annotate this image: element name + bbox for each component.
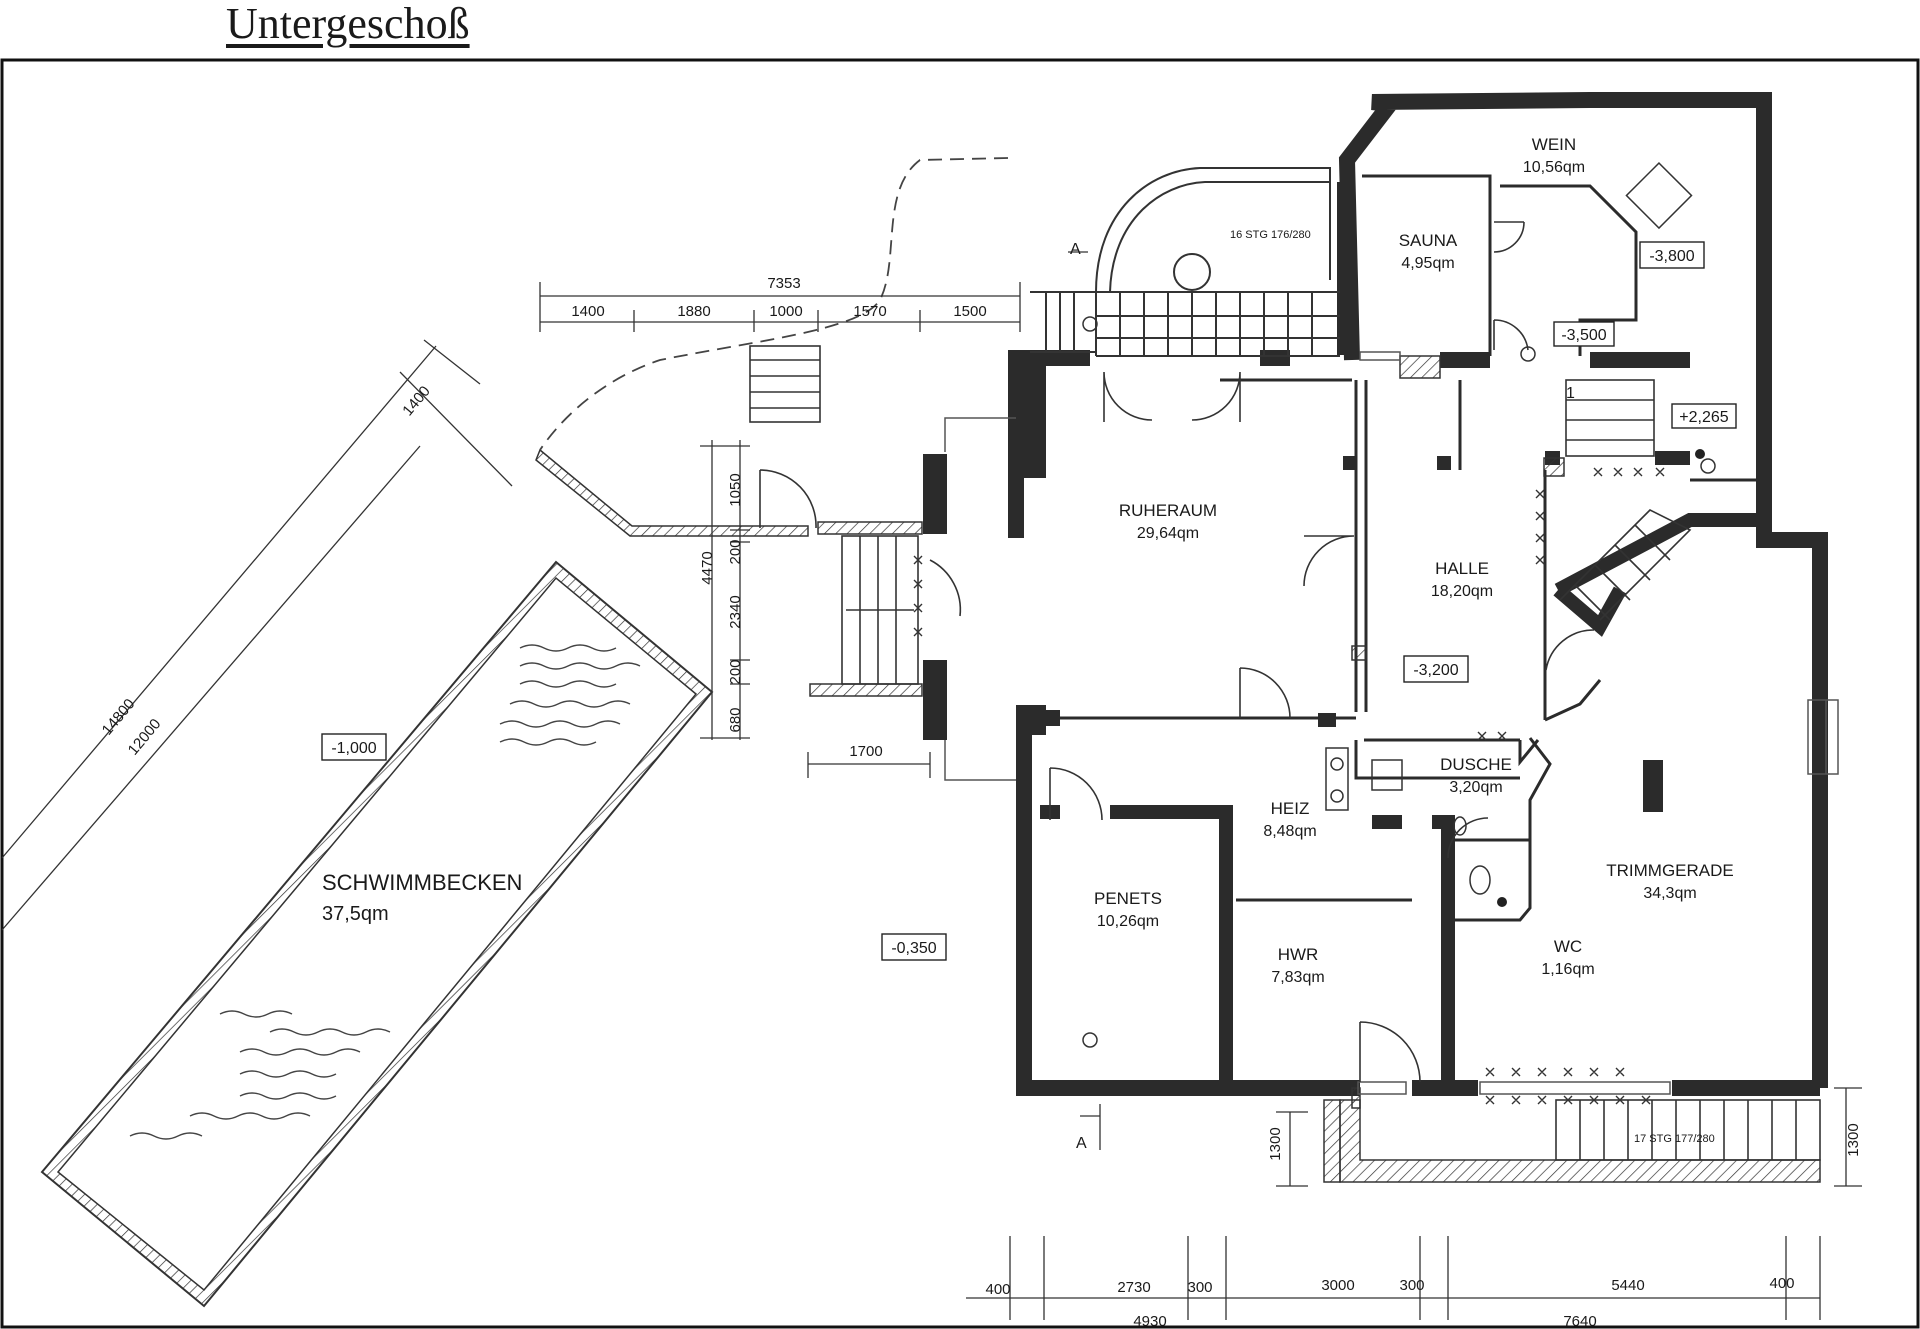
level-stair-landing: +2,265: [1679, 409, 1728, 426]
level-boxes: [321, 241, 1737, 961]
dim-bottom-4: 3000: [1321, 1277, 1354, 1294]
dim-bottom-3: 300: [1187, 1279, 1212, 1296]
room-name-heiz: HEIZ: [1271, 799, 1310, 818]
stair-label-lower: 17 STG 177/280: [1634, 1133, 1715, 1145]
section-mark-bottom: A: [1076, 1135, 1087, 1152]
dim-left-5: 680: [727, 707, 744, 732]
spiral-stair: [1030, 167, 1340, 357]
room-area-dusche: 3,20qm: [1449, 779, 1502, 796]
markers: [1497, 449, 1705, 907]
room-name-halle: HALLE: [1435, 559, 1489, 578]
room-area-sauna: 4,95qm: [1401, 255, 1454, 272]
room-area-heiz: 8,48qm: [1263, 823, 1316, 840]
room-name-dusche: DUSCHE: [1440, 755, 1512, 774]
room-area-ruheraum: 29,64qm: [1137, 525, 1199, 542]
level-sauna-exit: -3,500: [1561, 327, 1606, 344]
dim-side-left: 1300: [1267, 1127, 1284, 1160]
room-area-trimmgerade: 34,3qm: [1643, 885, 1696, 902]
room-area-halle: 18,20qm: [1431, 583, 1493, 600]
room-name-sauna: SAUNA: [1399, 231, 1458, 250]
level-pool: -1,000: [331, 740, 376, 757]
level-terrace: -0,350: [891, 940, 936, 957]
room-name-wein: WEIN: [1532, 135, 1576, 154]
dim-bottom-7: 400: [1769, 1275, 1794, 1292]
level-wein: -3,800: [1649, 248, 1694, 265]
room-area-hwr: 7,83qm: [1271, 969, 1324, 986]
dim-top-4: 1570: [853, 303, 886, 320]
dim-left-3: 2340: [727, 595, 744, 628]
stair-label-upper: 16 STG 176/280: [1230, 229, 1311, 241]
dim-top-5: 1500: [953, 303, 986, 320]
dim-left-2: 200: [727, 539, 744, 564]
step-number: 1: [1566, 385, 1575, 402]
dim-bottom-5: 300: [1399, 1277, 1424, 1294]
room-name-trimmgerade: TRIMMGERADE: [1606, 861, 1734, 880]
hatched-walls: [535, 355, 1821, 1183]
dim-left-4: 200: [727, 659, 744, 684]
room-name-schwimmbecken: SCHWIMMBECKEN: [322, 870, 522, 895]
room-name-penets: PENETS: [1094, 889, 1162, 908]
dim-bottom-6: 5440: [1611, 1277, 1644, 1294]
room-name-wc: WC: [1554, 937, 1582, 956]
dim-left-total: 4470: [699, 551, 716, 584]
dim-side-right: 1300: [1845, 1123, 1862, 1156]
dim-top-3: 1000: [769, 303, 802, 320]
stairs: [749, 345, 1821, 1161]
dim-bottom-2: 2730: [1117, 1279, 1150, 1296]
room-area-penets: 10,26qm: [1097, 913, 1159, 930]
ruheraum-west-wall: [923, 358, 1663, 812]
dim-left-1: 1050: [727, 473, 744, 506]
terrace-outline: [539, 157, 1009, 451]
swimming-pool: [40, 560, 714, 1308]
room-area-schwimmbecken: 37,5qm: [322, 903, 389, 925]
dim-bottom-total-left: 4930: [1133, 1313, 1166, 1329]
doors: [759, 221, 1595, 1083]
x-markers: [913, 467, 1665, 1105]
dim-bottom-total-right: 7640: [1563, 1313, 1596, 1329]
page-title: Untergeschoß: [226, 0, 470, 48]
dim-pool-inner: 12000: [125, 716, 165, 759]
dim-top-1: 1400: [571, 303, 604, 320]
plan-frame: [0, 58, 1920, 1329]
section-mark-top: A: [1070, 241, 1081, 258]
dim-pool-outer: 14800: [99, 696, 139, 739]
room-name-hwr: HWR: [1278, 945, 1319, 964]
windows: [944, 351, 1839, 1095]
dim-top-total: 7353: [767, 275, 800, 292]
dim-bottom-1: 400: [985, 1281, 1010, 1298]
dim-porch: 1700: [849, 743, 882, 760]
outline-dots: [1082, 316, 1716, 1048]
dim-top-2: 1880: [677, 303, 710, 320]
level-halle: -3,200: [1413, 662, 1458, 679]
fixtures: [1325, 161, 1693, 895]
dimension-lines: [1, 251, 1862, 1320]
room-name-ruheraum: RUHERAUM: [1119, 501, 1217, 520]
room-area-wc: 1,16qm: [1541, 961, 1594, 978]
room-area-wein: 10,56qm: [1523, 159, 1585, 176]
